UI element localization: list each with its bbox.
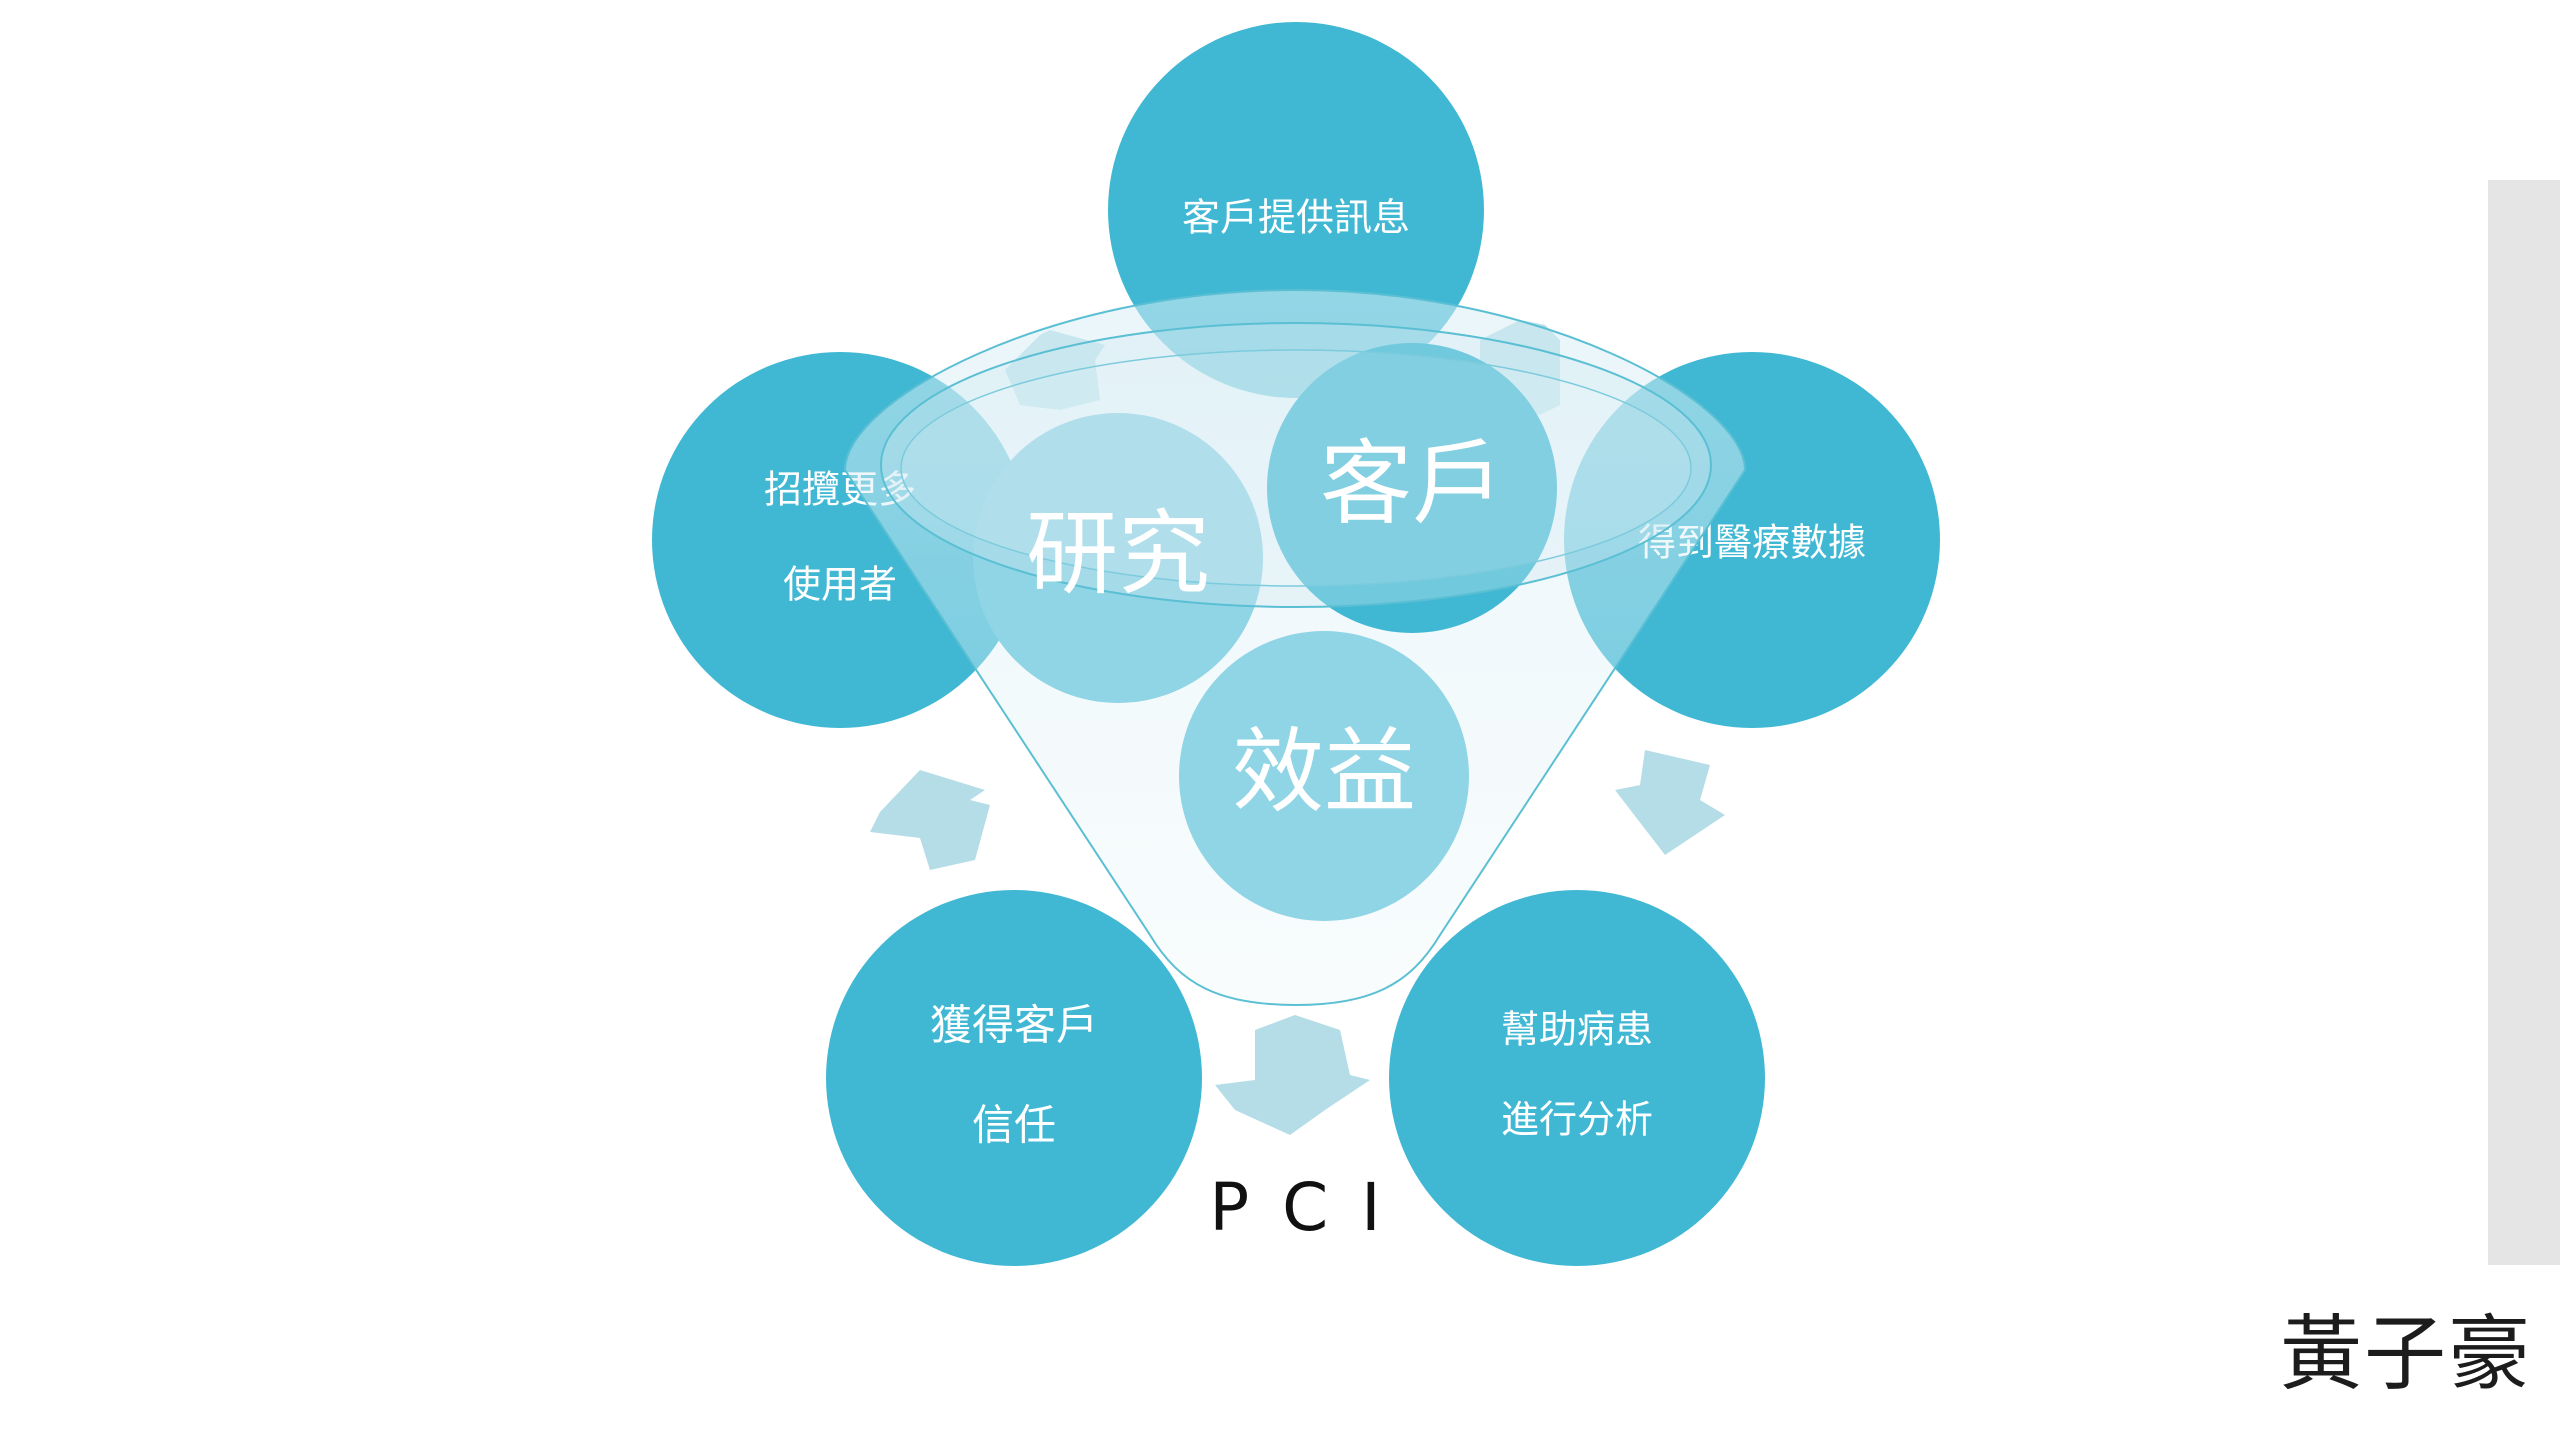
step-label: 獲得客戶: [930, 1001, 1098, 1050]
step-help-analysis: 幫助病患 進行分析: [1389, 890, 1765, 1266]
step-label: 幫助病患: [1501, 1008, 1653, 1052]
step-label: 信任: [972, 1101, 1056, 1150]
block-arrow-icon: [1615, 750, 1725, 855]
step-label: 客戶提供訊息: [1182, 196, 1410, 240]
step-label: 使用者: [783, 563, 897, 607]
funnel-item-circle: [1267, 343, 1557, 633]
funnel-rim: [880, 322, 1712, 608]
side-panel: [2488, 180, 2560, 1265]
author-name: 黃子豪: [2280, 1307, 2533, 1402]
funnel-item-benefit: 效益: [1232, 718, 1416, 825]
funnel-item-customer: 客戶: [1320, 430, 1504, 537]
step-label: 進行分析: [1501, 1098, 1653, 1142]
step-customer-trust: 獲得客戶 信任: [826, 890, 1202, 1266]
funnel-item-circle: [1179, 631, 1469, 921]
funnel: 研究 客戶 效益 P C I: [843, 288, 1747, 1246]
funnel-item-circle: [973, 413, 1263, 703]
funnel-label: P C I: [1209, 1169, 1386, 1246]
funnel-rim-inner: [900, 349, 1692, 587]
block-arrow-icon: [1215, 1015, 1370, 1135]
funnel-item-research: 研究: [1026, 500, 1210, 607]
block-arrow-icon: [870, 770, 990, 870]
